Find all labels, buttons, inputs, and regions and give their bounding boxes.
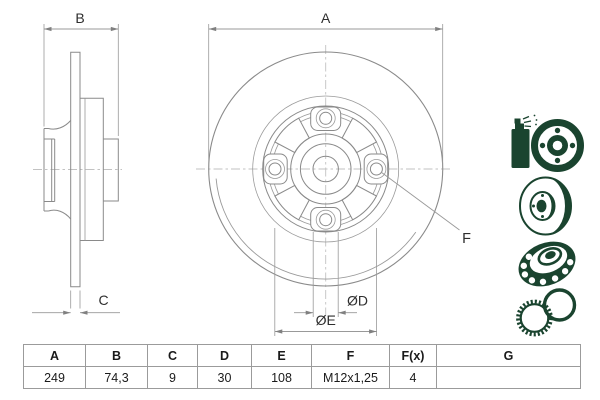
- dim-label-c: C: [98, 292, 108, 308]
- abs-ring-icon: [516, 288, 577, 337]
- dimension-table: A B C D E F F(x) G 249 74,3 9 30 108 M12…: [23, 344, 581, 389]
- dimension-d: [294, 232, 357, 317]
- table-value-cell: [436, 366, 581, 389]
- brake-disc-icon: [519, 176, 572, 236]
- table-header-cell: F(x): [389, 344, 437, 367]
- bearing-icon: [518, 241, 576, 287]
- dimension-a: [208, 24, 444, 171]
- legend-icons: [511, 114, 584, 337]
- hub-outline: [80, 97, 104, 241]
- table-header-cell: B: [85, 344, 148, 367]
- table-value-cell: 4: [389, 366, 437, 389]
- f-leader-line: [381, 172, 460, 231]
- dimension-b: [43, 24, 119, 136]
- dimension-c: [32, 290, 120, 315]
- table-header-cell: E: [251, 344, 312, 367]
- table-value-cell: 9: [147, 366, 198, 389]
- table-header-row: A B C D E F F(x) G: [23, 344, 581, 367]
- table-value-row: 249 74,3 9 30 108 M12x1,25 4: [23, 366, 581, 389]
- table-header-cell: D: [197, 344, 252, 367]
- dim-label-b: B: [75, 10, 84, 26]
- bearing-window: [341, 184, 378, 221]
- table-value-cell: 74,3: [85, 366, 148, 389]
- disc-plate-outline: [70, 51, 81, 288]
- side-view: [33, 51, 122, 288]
- front-view: [196, 45, 460, 322]
- dim-label-diameter-e: ØE: [316, 312, 336, 328]
- table-value-cell: 108: [251, 366, 312, 389]
- table-header-cell: F: [311, 344, 390, 367]
- table-value-cell: 30: [197, 366, 252, 389]
- dim-label-diameter-d: ØD: [347, 293, 368, 309]
- table-header-cell: C: [147, 344, 198, 367]
- table-header-cell: A: [23, 344, 86, 367]
- bolt-tab: [310, 106, 342, 131]
- table-header-cell: G: [436, 344, 581, 367]
- coated-disc-icon: [511, 114, 584, 172]
- table-value-cell: M12x1,25: [311, 366, 390, 389]
- table-value-cell: 249: [23, 366, 86, 389]
- dim-label-f: F: [462, 231, 471, 247]
- center-bore: [312, 155, 339, 183]
- friction-band-arc: [215, 178, 417, 280]
- flange-outline: [43, 120, 72, 220]
- dim-label-a: A: [321, 10, 331, 26]
- dimension-e: [274, 228, 377, 336]
- bearing-cylinder-outline: [103, 138, 119, 202]
